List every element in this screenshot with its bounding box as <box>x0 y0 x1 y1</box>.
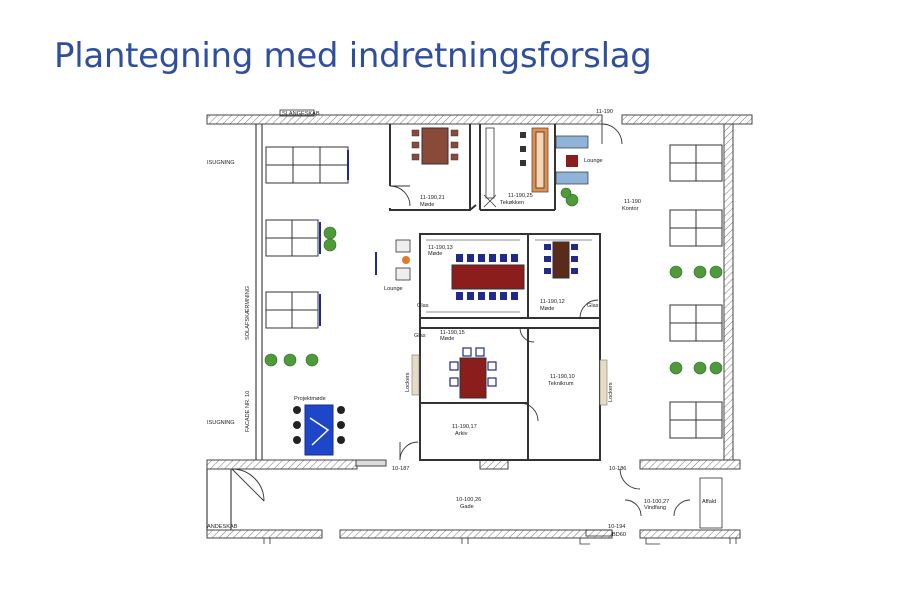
label-glas-3: Glas <box>414 333 426 339</box>
door-swing-icon <box>231 123 691 517</box>
meeting-table-15 <box>449 347 497 399</box>
label-lockers-2: Lockers <box>608 382 614 402</box>
label-projektmoede: Projektmøde <box>294 396 326 402</box>
desk-accent-lines <box>319 150 377 326</box>
label-11-190-12: 11-190,12 <box>540 299 565 305</box>
label-glas-2: Glas <box>587 303 599 309</box>
outer-walls <box>206 114 753 539</box>
label-11-190-13-name: Møde <box>428 251 442 257</box>
label-11-190-15: 11-190,15 <box>440 330 465 336</box>
desk-cluster-left <box>265 146 349 329</box>
west-facade <box>206 124 263 530</box>
desk-cluster-right <box>669 144 723 439</box>
meeting-table-13 <box>451 254 525 300</box>
label-11-190-21: 11-190,21 <box>420 195 445 201</box>
label-11-190-13: 11-190,13 <box>428 245 453 251</box>
label-11-190-10-name: Teknikrum <box>548 381 574 387</box>
label-lockers-1: Lockers <box>405 372 411 392</box>
label-slangeskab: SLANGESKAB <box>282 111 320 117</box>
sofa-icon <box>555 135 589 185</box>
label-isugning-2: ISUGNING <box>207 420 235 426</box>
lockers <box>411 354 608 406</box>
lounge-chairs <box>395 239 411 281</box>
meeting-table-12 <box>544 241 578 279</box>
label-bd60: BD60 <box>612 532 626 538</box>
label-10-100-27-name: Vindfang <box>644 505 666 511</box>
label-11-190-10: 11-190,10 <box>550 374 575 380</box>
project-meeting-table <box>293 404 345 456</box>
label-lounge-top: Lounge <box>584 158 603 164</box>
label-10-100-26-name: Gade <box>460 504 474 510</box>
label-isugning-1: ISUGNING <box>207 160 235 166</box>
label-11-190-12-name: Møde <box>540 306 554 312</box>
misc-fixtures <box>279 109 723 537</box>
label-glas-1: Glas <box>417 303 429 309</box>
glass-walls <box>426 239 592 313</box>
lounge-side-table <box>402 256 410 264</box>
label-andeskab: ANDESKAB <box>207 524 238 530</box>
label-11-190-top: 11-190 <box>596 109 613 115</box>
label-10-100-26: 10-100,26 <box>456 497 481 503</box>
label-10-186: 10-186 <box>609 466 626 472</box>
label-10-187: 10-187 <box>392 466 409 472</box>
column-marks <box>263 538 737 545</box>
plant-icon <box>264 187 723 375</box>
label-kontor-name: Kontor <box>622 206 639 212</box>
room-labels: SLANGESKAB 11-190 Lounge 11-190,21 Møde … <box>207 109 716 538</box>
lounge-table <box>566 155 578 167</box>
label-11-190-15-name: Møde <box>440 336 454 342</box>
kitchen-units <box>483 127 549 208</box>
label-lounge-left: Lounge <box>384 286 403 292</box>
label-facade: FACADE NR. 10 <box>245 391 251 432</box>
label-11-190-25-name: Tekøkken <box>500 200 524 206</box>
label-11-190-25: 11-190,25 <box>508 193 533 199</box>
meeting-table-top <box>411 127 459 165</box>
label-kontor-id: 11-190 <box>624 199 641 205</box>
page-title: Plantegning med indretningsforslag <box>54 36 652 76</box>
label-10-194: 10-194 <box>608 524 625 530</box>
label-11-190-17-name: Arkiv <box>455 431 468 437</box>
label-11-190-17: 11-190,17 <box>452 424 477 430</box>
label-10-100-27: 10-100,27 <box>644 499 669 505</box>
label-solafskaermning: SOLAFSKÆRMNING <box>245 286 251 340</box>
chair-icon <box>520 132 526 166</box>
label-affald: Affald <box>702 499 716 505</box>
label-11-190-21-name: Møde <box>420 202 434 208</box>
